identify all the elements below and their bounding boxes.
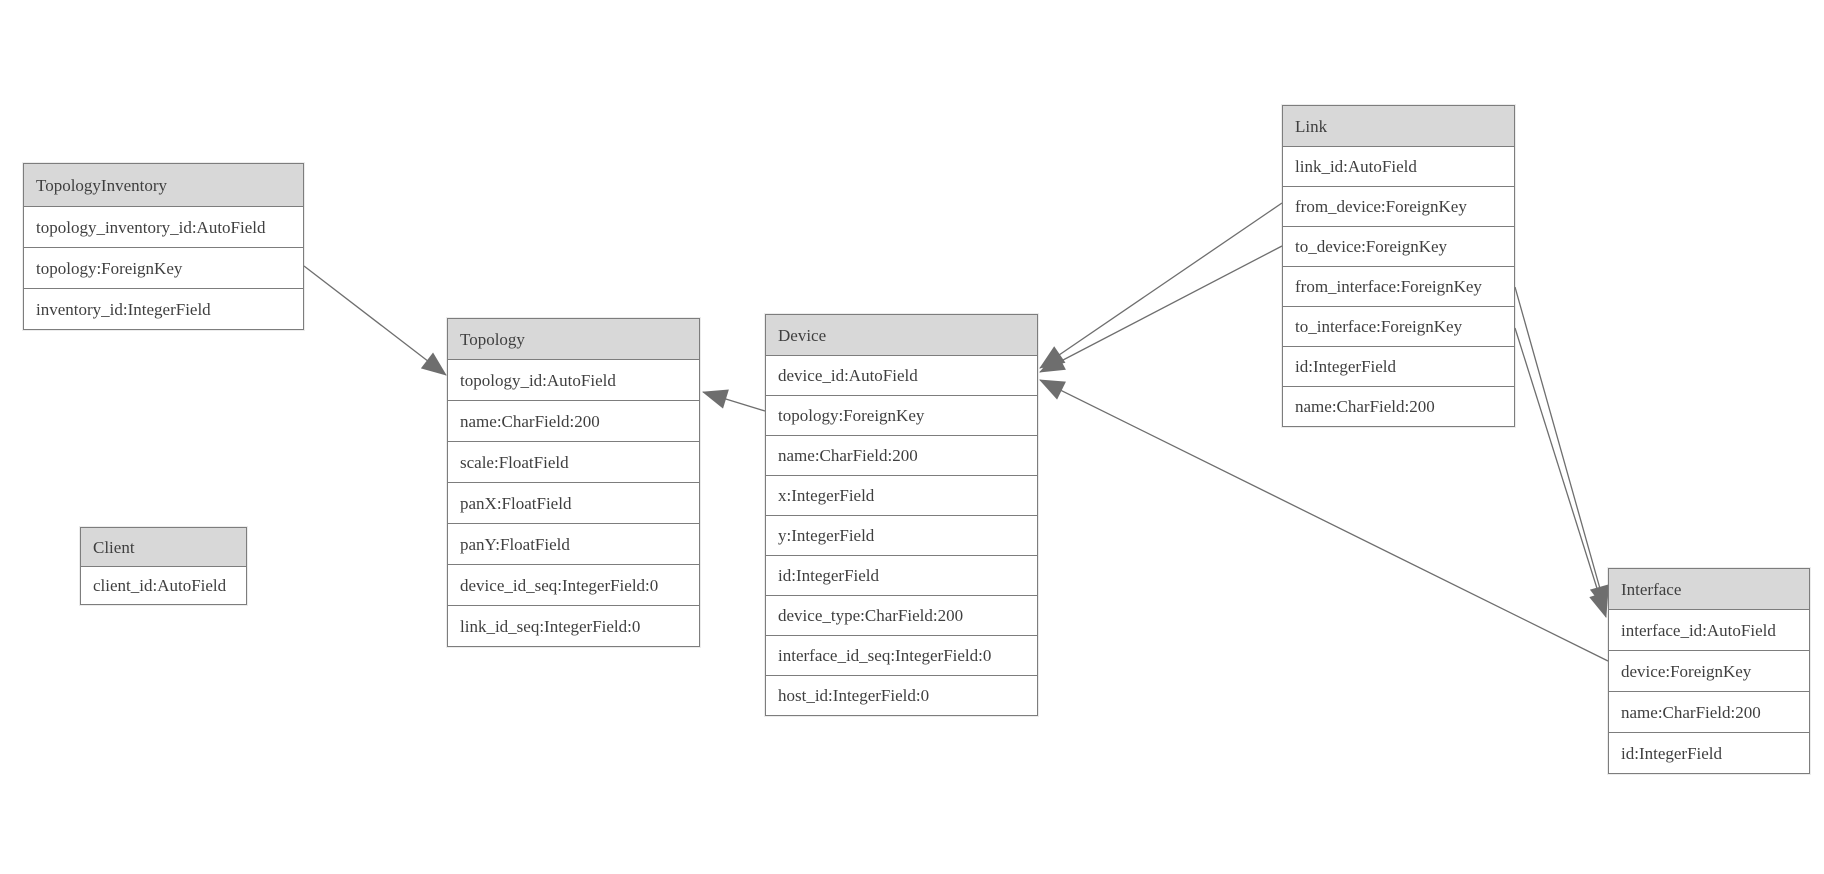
entity-title: Device xyxy=(766,315,1037,355)
field-row: panY:FloatField xyxy=(448,523,699,564)
edge-link-from_interface-interface xyxy=(1514,286,1610,611)
field-row: panX:FloatField xyxy=(448,482,699,523)
field-row: name:CharField:200 xyxy=(766,435,1037,475)
field-row: client_id:AutoField xyxy=(81,566,246,604)
field-row: device_type:CharField:200 xyxy=(766,595,1037,635)
field-row: y:IntegerField xyxy=(766,515,1037,555)
edge-topologyinventory-topology xyxy=(303,265,447,376)
field-row: from_device:ForeignKey xyxy=(1283,186,1514,226)
field-row: device_id:AutoField xyxy=(766,355,1037,395)
field-row: name:CharField:200 xyxy=(1283,386,1514,426)
field-row: host_id:IntegerField:0 xyxy=(766,675,1037,715)
field-row: interface_id_seq:IntegerField:0 xyxy=(766,635,1037,675)
field-row: inventory_id:IntegerField xyxy=(24,288,303,329)
field-row: interface_id:AutoField xyxy=(1609,609,1809,650)
edge-link-from_device-device xyxy=(1039,202,1283,369)
field-row: x:IntegerField xyxy=(766,475,1037,515)
field-row: from_interface:ForeignKey xyxy=(1283,266,1514,306)
entity-title: Interface xyxy=(1609,569,1809,609)
edge-device-topology xyxy=(702,389,766,412)
field-row: link_id_seq:IntegerField:0 xyxy=(448,605,699,646)
edge-link-to_device-device xyxy=(1039,245,1283,373)
field-row: topology_id:AutoField xyxy=(448,359,699,400)
field-row: name:CharField:200 xyxy=(1609,691,1809,732)
field-row: id:IntegerField xyxy=(1283,346,1514,386)
field-row: device:ForeignKey xyxy=(1609,650,1809,691)
field-row: topology_inventory_id:AutoField xyxy=(24,206,303,247)
field-row: device_id_seq:IntegerField:0 xyxy=(448,564,699,605)
field-row: scale:FloatField xyxy=(448,441,699,482)
entity-title: TopologyInventory xyxy=(24,164,303,206)
edge-link-to_interface-interface xyxy=(1514,327,1609,618)
entity-title: Client xyxy=(81,528,246,566)
entity-title: Topology xyxy=(448,319,699,359)
field-row: name:CharField:200 xyxy=(448,400,699,441)
field-row: link_id:AutoField xyxy=(1283,146,1514,186)
field-row: to_interface:ForeignKey xyxy=(1283,306,1514,346)
edge-interface-device xyxy=(1039,379,1609,662)
field-row: topology:ForeignKey xyxy=(766,395,1037,435)
field-row: id:IntegerField xyxy=(1609,732,1809,773)
field-row: to_device:ForeignKey xyxy=(1283,226,1514,266)
field-row: topology:ForeignKey xyxy=(24,247,303,288)
field-row: id:IntegerField xyxy=(766,555,1037,595)
entity-title: Link xyxy=(1283,106,1514,146)
edges xyxy=(303,202,1610,662)
